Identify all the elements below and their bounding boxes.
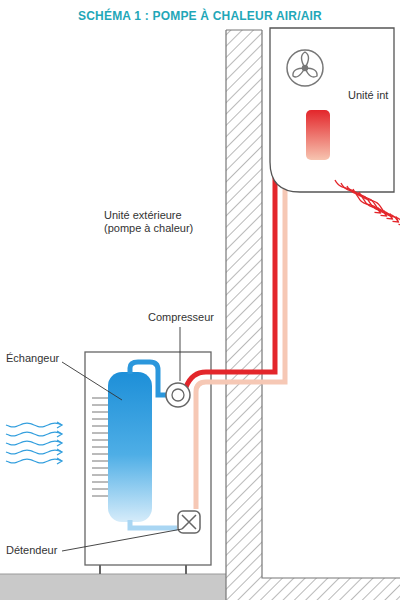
leader-line: [62, 362, 122, 400]
fin: [92, 489, 108, 490]
part-name: Unité int: [348, 89, 396, 102]
expansion-valve-symbol: [178, 511, 200, 533]
fin: [92, 433, 108, 434]
fin: [92, 482, 108, 483]
fin: [92, 475, 108, 476]
unit-leg: [185, 565, 187, 574]
fan-blades: [293, 52, 317, 77]
arrowhead: [57, 440, 62, 446]
exchanger: [108, 372, 152, 522]
cold-air-wave: [6, 450, 62, 454]
ground-line: [0, 574, 226, 575]
wall: [226, 30, 262, 600]
cold-air-wave: [6, 423, 62, 427]
floor: [262, 578, 400, 600]
indoor-unit-casing: [270, 28, 394, 192]
fin: [92, 496, 108, 497]
part-name: Unité extérieure (pompe à chaleur): [104, 209, 208, 235]
fin: [92, 426, 108, 427]
part-name: Échangeur: [6, 352, 68, 365]
fin: [92, 405, 108, 406]
cold-air-wave: [6, 441, 62, 445]
air-flows: [6, 180, 400, 464]
fin: [92, 398, 108, 399]
cold-air-wave: [6, 459, 62, 463]
fin: [92, 440, 108, 441]
expansion-valve-symbol: [182, 515, 196, 529]
arrowhead: [380, 211, 386, 216]
liquid-pipe: [196, 150, 306, 509]
leader-line: [62, 529, 182, 551]
arrowhead: [374, 208, 380, 213]
fin: [92, 454, 108, 455]
cool-liquid-pipe: [130, 520, 177, 528]
arrowhead: [57, 431, 62, 437]
arrowhead: [57, 422, 62, 428]
compressor-symbol: [166, 383, 190, 407]
indoor-exchanger: [306, 110, 330, 160]
fin: [92, 419, 108, 420]
arrowhead: [57, 449, 62, 455]
fin: [92, 412, 108, 413]
warm-air-wave: [359, 192, 400, 225]
cold-pipe: [130, 362, 166, 395]
arrowhead: [392, 217, 398, 222]
part-name: Compresseur: [148, 311, 224, 324]
exchanger-fins: [92, 398, 108, 496]
cold-air-wave: [6, 432, 62, 436]
fin: [92, 468, 108, 469]
arrowhead: [398, 220, 400, 225]
unit-leg: [99, 565, 101, 574]
arrowhead: [386, 214, 392, 219]
wall-top: [226, 29, 262, 30]
arrowhead: [57, 458, 62, 464]
outdoor-unit-casing: [85, 352, 211, 565]
leader-line: [180, 327, 181, 381]
ground: [0, 574, 230, 600]
figure-title: SCHÉMA 1 : POMPE À CHALEUR AIR/AIR: [0, 10, 400, 23]
compressor-symbol: [172, 389, 184, 401]
fan-symbol: [287, 50, 323, 86]
part-name: Détendeur: [6, 544, 68, 557]
fin: [92, 461, 108, 462]
fin: [92, 447, 108, 448]
